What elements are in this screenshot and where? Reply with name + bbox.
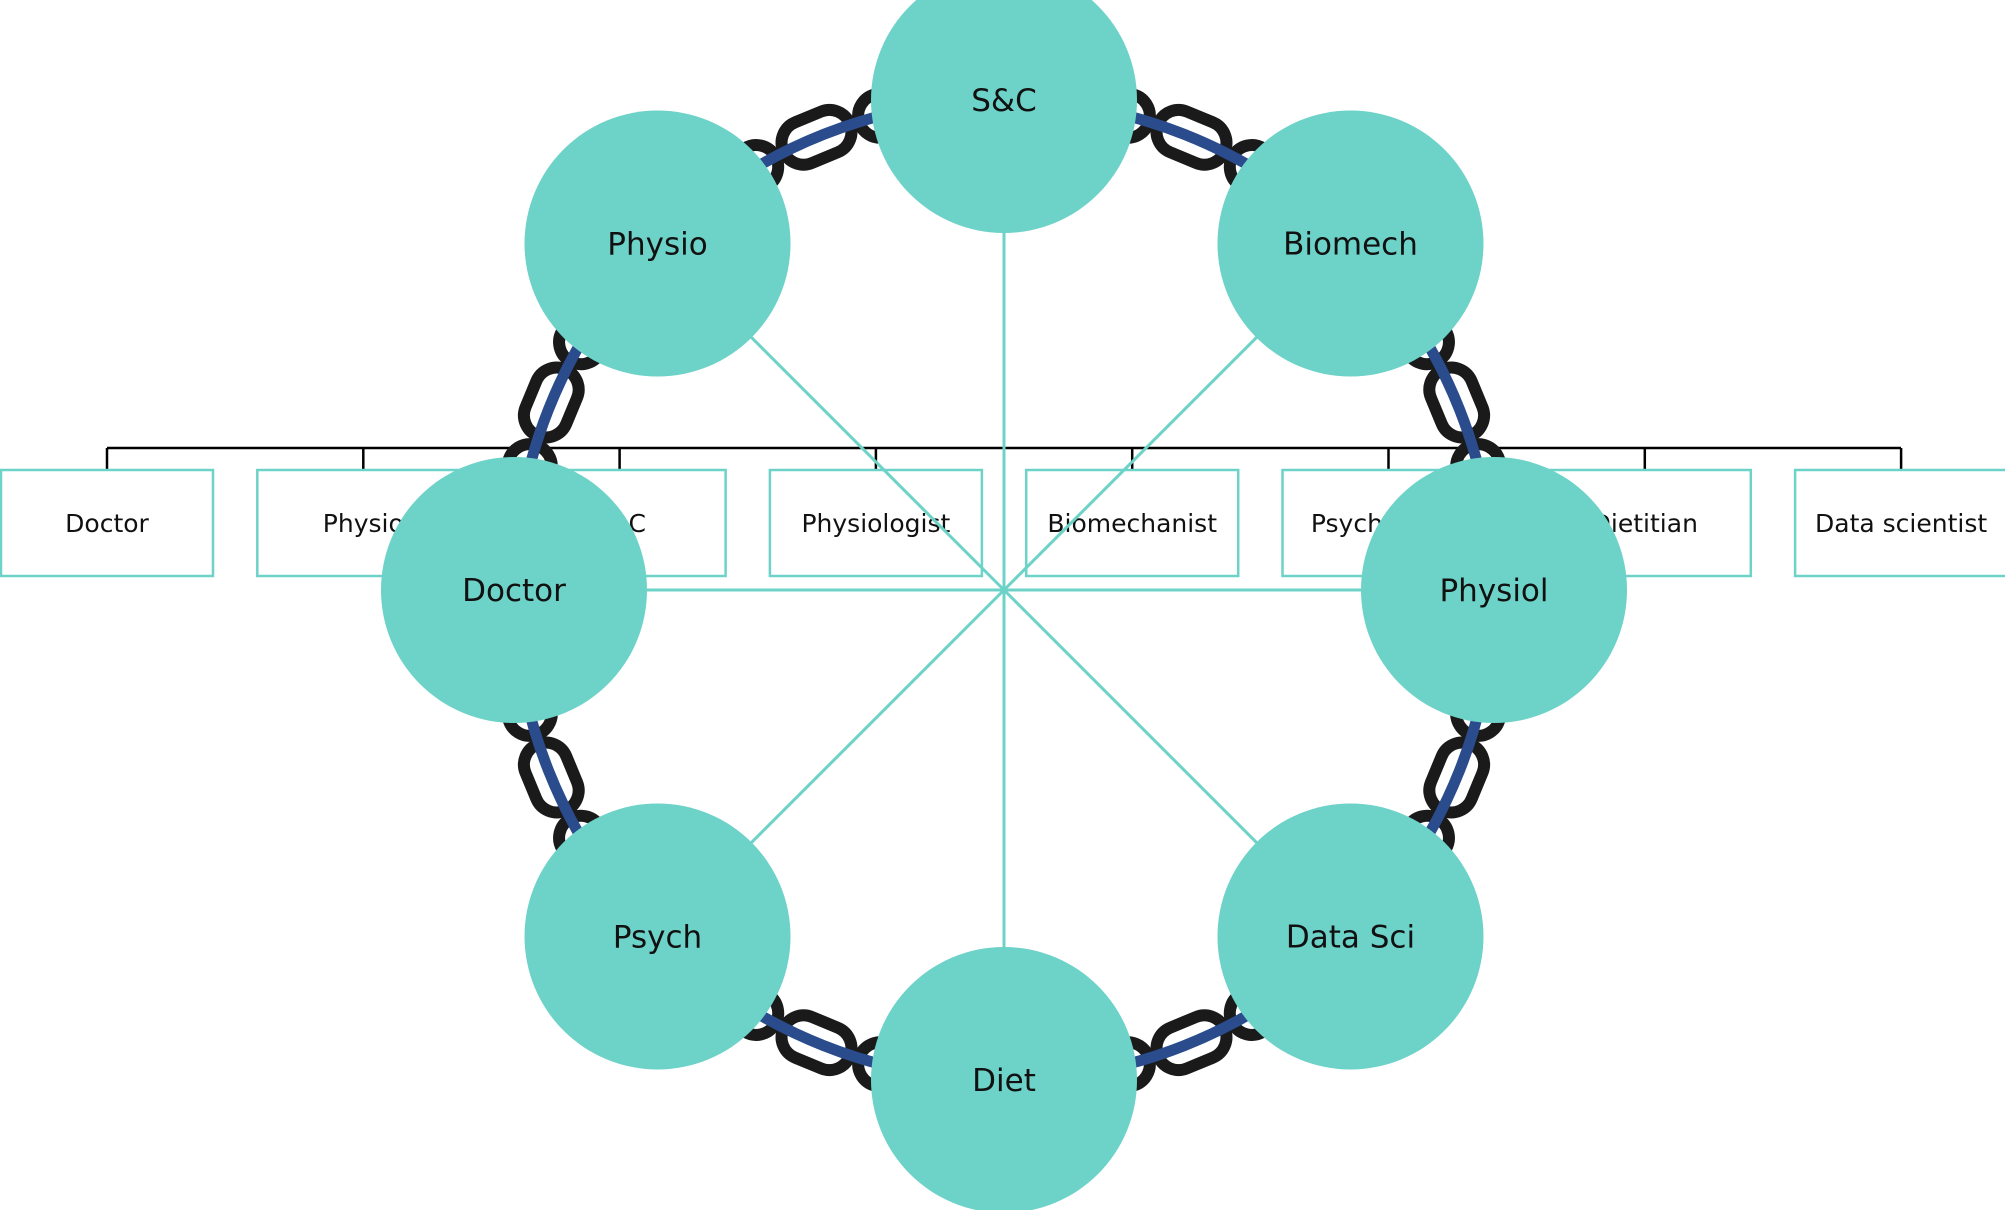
node-circle xyxy=(1217,803,1484,1070)
node-label: S&C xyxy=(971,83,1037,119)
node-psych: Psych xyxy=(524,803,791,1070)
node-sandc: S&C xyxy=(871,0,1137,233)
node-circle xyxy=(524,803,791,1070)
node-label: Physio xyxy=(607,227,707,263)
node-doctor: Doctor xyxy=(381,457,647,723)
org-box-frame xyxy=(0,468,215,578)
node-physio: Physio xyxy=(524,110,791,377)
org-box-label: Biomechanist xyxy=(1047,509,1217,538)
org-box-doctor: Doctor xyxy=(0,448,215,578)
org-box-biomechanist: Biomechanist xyxy=(1024,448,1240,578)
node-label: Psych xyxy=(613,919,702,955)
node-circle xyxy=(524,110,791,377)
node-data-sci: Data Sci xyxy=(1217,803,1484,1070)
node-label: Diet xyxy=(972,1063,1036,1099)
node-circle xyxy=(381,457,647,723)
node-circle xyxy=(871,947,1137,1210)
node-label: Physiol xyxy=(1439,573,1548,609)
org-box-label: Data scientist xyxy=(1815,509,1987,538)
node-label: Biomech xyxy=(1283,227,1418,263)
org-box-frame xyxy=(768,468,984,578)
node-physiol: Physiol xyxy=(1361,457,1627,723)
node-diet: Diet xyxy=(871,947,1137,1210)
node-circle xyxy=(1361,457,1627,723)
org-box-data-scientist: Data scientist xyxy=(1793,448,2005,578)
org-box-physiologist: Physiologist xyxy=(768,448,984,578)
org-box-frame xyxy=(1024,468,1240,578)
node-label: Doctor xyxy=(462,573,566,609)
org-box-label: Physio xyxy=(323,509,404,538)
node-circle xyxy=(871,0,1137,233)
org-box-frame xyxy=(1793,468,2005,578)
org-box-label: Doctor xyxy=(65,509,149,538)
node-label: Data Sci xyxy=(1286,919,1415,955)
org-box-label: Physiologist xyxy=(801,509,950,538)
node-biomech: Biomech xyxy=(1217,110,1484,377)
node-circle xyxy=(1217,110,1484,377)
